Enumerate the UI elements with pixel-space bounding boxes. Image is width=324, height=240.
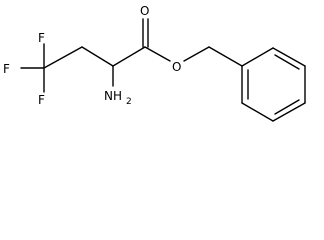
bond-o-ch2 — [183, 46, 210, 62]
atom-label-f-bottom: F — [38, 93, 45, 107]
atom-label-f-top: F — [38, 31, 45, 45]
bond-ch2-alpha — [81, 46, 114, 67]
ring-bond-4 — [272, 102, 306, 122]
bond-alpha-carbonyl — [112, 46, 146, 67]
butanoate-backbone — [43, 46, 146, 87]
bond-carbonyl-o-ester — [144, 46, 171, 62]
trifluoromethyl-group — [20, 43, 45, 93]
ring-bond-5 — [241, 102, 274, 122]
ester-group — [142, 18, 243, 67]
ring-bond-2 — [272, 47, 306, 67]
bond-ch2-ring — [208, 46, 243, 67]
ring-double-bond-b — [274, 99, 300, 115]
ring-double-bond-a — [274, 54, 300, 70]
benzene-ring — [241, 47, 306, 122]
atom-label-carbonyl-o: O — [140, 4, 149, 18]
chemical-structure: F F F O O NH 2 — [3, 4, 306, 122]
atom-label-amine: NH — [104, 89, 122, 103]
ring-bond-1 — [241, 47, 274, 67]
bond-cf3-ch2 — [43, 46, 83, 69]
atom-label-amine-subscript: 2 — [126, 97, 132, 107]
atom-label-ester-o: O — [172, 60, 181, 74]
atom-label-f-left: F — [3, 62, 10, 76]
